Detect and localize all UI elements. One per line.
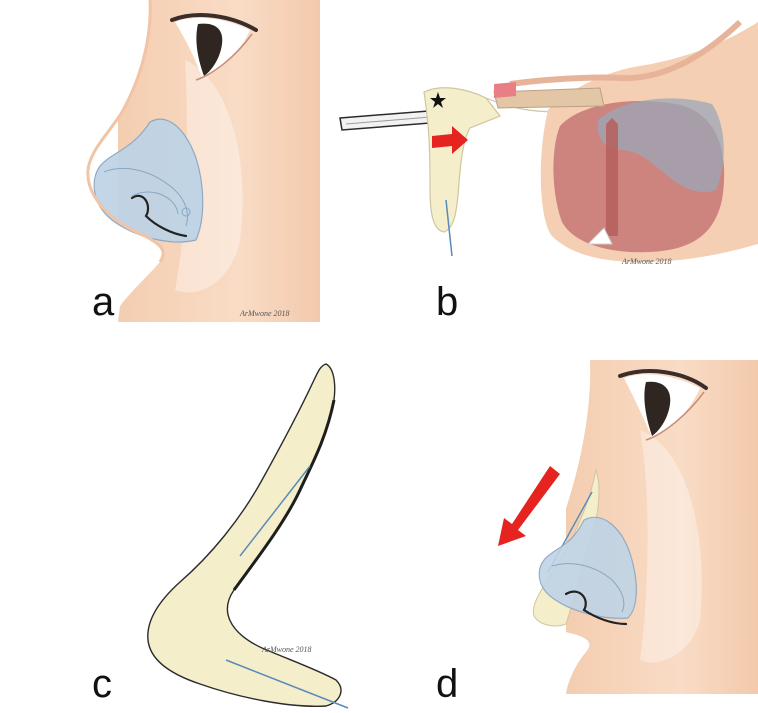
panel-a-nasal-cartilage — [93, 118, 204, 243]
panel-a-label: a — [92, 280, 115, 324]
panel-b-columella-strut — [606, 118, 618, 236]
panel-c-implant-shadow — [232, 399, 336, 591]
panel-d-cartilage-inner — [551, 563, 625, 613]
panel-a-profile-background — [87, 0, 164, 322]
panel-b-implant — [423, 87, 501, 233]
panel-d-label: d — [436, 662, 459, 706]
panel-a-lower-lid — [195, 33, 253, 81]
panel-b-signature: ArMwone 2018 — [621, 257, 672, 266]
panel-c: ArMwone 2018 — [147, 363, 349, 709]
panel-b-star-icon — [430, 92, 446, 108]
panel-a-sesamoid — [181, 207, 191, 217]
panel-b-dorsal-tip — [494, 82, 516, 98]
panel-c-implant — [147, 363, 342, 707]
panel-d-iris — [644, 381, 671, 436]
panel-d-profile-background — [513, 360, 591, 694]
panel-d — [498, 360, 758, 694]
panel-d-cheek-highlight — [640, 430, 702, 663]
panel-b-dorsal-bar — [493, 87, 605, 109]
panel-a-iris — [196, 23, 223, 77]
panel-a-lateral-crus — [131, 191, 179, 215]
panel-b: ArMwone 2018 — [339, 19, 758, 266]
panel-b-graft-piece — [586, 227, 613, 245]
panel-b-arrow — [432, 126, 468, 154]
panel-c-thread-lower — [225, 659, 349, 709]
panel-d-lower-lid — [645, 391, 705, 441]
panel-b-upper-skin — [509, 19, 743, 87]
panel-a-nose-outline — [86, 0, 165, 263]
panel-a-eyelid — [170, 13, 258, 32]
panel-d-arrow — [498, 466, 560, 546]
panel-c-label: c — [92, 662, 112, 706]
panel-d-alar-rim — [564, 590, 628, 626]
panel-a: ArMwone 2018 — [86, 0, 320, 322]
panel-d-eyelid — [618, 369, 708, 390]
panel-b-septum — [597, 98, 724, 193]
panel-b-label: b — [436, 280, 459, 324]
panel-a-signature: ArMwone 2018 — [239, 309, 290, 318]
panel-a-cartilage-inner — [103, 168, 188, 227]
panel-c-signature: ArMwone 2018 — [261, 645, 312, 654]
panel-b-thread — [445, 199, 453, 257]
panel-a-alar-rim — [130, 194, 188, 238]
panel-c-thread-upper — [239, 465, 311, 557]
